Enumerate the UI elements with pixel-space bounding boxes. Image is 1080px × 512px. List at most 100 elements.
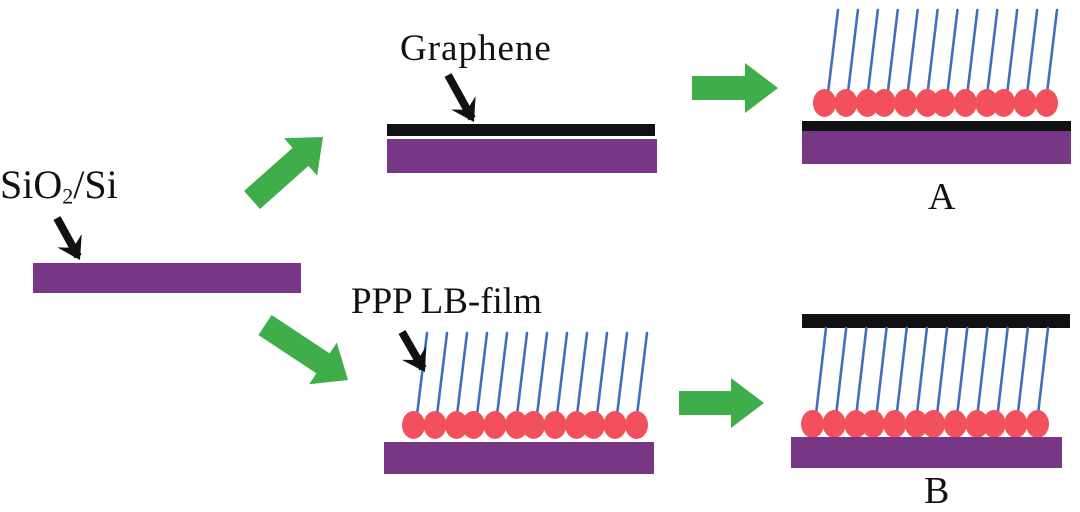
molecule-lb-head — [625, 411, 648, 439]
molecule-b-tail — [935, 326, 949, 416]
molecule-b-head — [982, 410, 1006, 438]
molecule-a-tail — [866, 8, 880, 95]
substrate-start — [33, 263, 301, 293]
molecule-lb-tail — [555, 331, 569, 417]
molecule-b-tail — [875, 326, 888, 416]
molecule-lb-tail — [495, 331, 509, 417]
molecule-lb-tail — [475, 331, 489, 417]
process-arrow-right-bottom — [679, 378, 764, 428]
label-result-b: B — [924, 470, 950, 512]
molecule-b-head — [861, 410, 885, 438]
molecule-a-head — [953, 89, 977, 117]
molecule-a-tail — [966, 8, 979, 95]
molecule-a-head — [915, 89, 939, 117]
substrate-graphene — [387, 139, 657, 173]
molecule-b-head — [844, 410, 868, 438]
substrate-b — [791, 437, 1062, 468]
molecule-lb-head — [462, 411, 485, 439]
molecule-lb-head — [522, 411, 545, 439]
graphene-layer-top — [387, 124, 655, 136]
molecule-b-head — [1004, 410, 1028, 438]
molecule-a-tail — [1025, 8, 1039, 95]
molecule-lb-head — [423, 411, 447, 439]
process-arrow-down — [258, 314, 348, 385]
molecule-a-head — [834, 89, 858, 117]
graphene-layer-b — [802, 314, 1070, 328]
label-lb-film: PPP LB-film — [351, 281, 542, 322]
molecule-a-tail — [846, 8, 860, 95]
molecule-lb-tail — [455, 331, 469, 417]
molecule-b-tail — [1036, 326, 1050, 416]
molecule-a-head — [975, 89, 999, 117]
molecule-b-head — [922, 410, 946, 438]
molecule-a-head — [992, 89, 1016, 117]
pointer-head — [451, 95, 476, 122]
molecule-a-tail — [826, 8, 840, 95]
molecule-lb-head — [565, 411, 588, 439]
molecule-a-head — [1013, 89, 1037, 117]
molecule-a-tail — [1005, 8, 1019, 95]
molecule-b-tail — [915, 326, 929, 416]
molecule-a-tail — [985, 8, 999, 95]
molecule-b-head — [965, 410, 989, 438]
molecule-b-tail — [814, 326, 828, 416]
molecule-a-tail — [1045, 8, 1059, 95]
pointer-head — [57, 233, 82, 260]
pointer-arrow-lb-film — [398, 330, 427, 372]
molecule-lb-head — [603, 411, 627, 439]
molecule-lb-head — [543, 411, 567, 439]
molecule-b-head — [883, 410, 907, 438]
pointer-arrow-substrate — [53, 216, 82, 260]
molecule-lb-tail — [515, 331, 529, 417]
pointer-arrow-graphene — [444, 73, 476, 122]
molecule-a-tail — [886, 8, 900, 95]
molecule-lb-tail — [415, 331, 429, 417]
process-arrow-right-top — [692, 63, 778, 113]
molecule-b-head — [801, 410, 824, 438]
molecule-a-head — [855, 89, 879, 117]
molecule-a-tail — [926, 8, 939, 95]
molecule-a-head — [894, 89, 918, 117]
substrate-lb — [384, 442, 654, 474]
molecule-lb-tail — [535, 331, 549, 417]
molecule-b-head — [1026, 410, 1049, 438]
molecule-b-tail — [996, 326, 1009, 416]
molecule-a-tail — [946, 8, 959, 95]
molecule-lb-tail — [435, 331, 449, 417]
molecule-b-tail — [1016, 326, 1030, 416]
molecule-b-tail — [834, 326, 848, 416]
molecule-b-head — [943, 410, 967, 438]
molecule-b-tail — [895, 326, 909, 416]
molecule-b-tail — [955, 326, 969, 416]
molecule-lb-head — [483, 411, 507, 439]
label-result-a: A — [928, 176, 956, 218]
molecule-a-head — [1035, 89, 1058, 117]
molecule-b-head — [822, 410, 846, 438]
molecule-a-head — [932, 89, 956, 117]
molecule-b-tail — [976, 326, 989, 416]
process-arrow-up — [244, 137, 323, 209]
molecule-lb-head — [505, 411, 528, 439]
molecule-lb-tail — [575, 331, 589, 417]
molecule-a-head — [813, 89, 836, 117]
substrate-a — [802, 131, 1071, 164]
molecule-lb-head — [402, 411, 425, 439]
label-substrate: SiO2/Si — [0, 165, 118, 208]
label-graphene: Graphene — [400, 28, 552, 69]
molecule-b-head — [904, 410, 928, 438]
label-substrate-suffix: /Si — [73, 162, 118, 207]
molecule-lb-tail — [615, 331, 629, 417]
label-substrate-subscript: 2 — [62, 183, 74, 209]
molecule-lb-tail — [595, 331, 609, 417]
graphene-layer-a — [802, 121, 1071, 132]
molecule-lb-head — [582, 411, 605, 439]
pointer-head — [401, 345, 427, 372]
molecule-lb-tail — [635, 331, 649, 417]
label-substrate-main: SiO — [0, 162, 63, 207]
molecule-lb-head — [445, 411, 468, 439]
molecule-a-head — [872, 89, 896, 117]
molecule-b-tail — [855, 326, 868, 416]
molecule-a-tail — [906, 8, 919, 95]
